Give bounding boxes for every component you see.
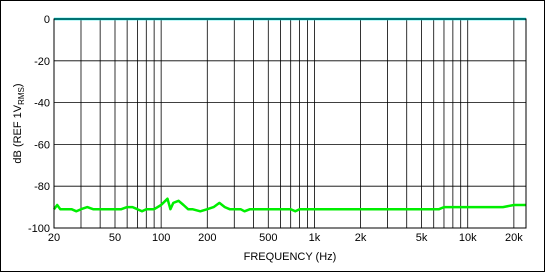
y-tick-label: -60 xyxy=(34,139,50,151)
x-tick-label: 10k xyxy=(459,232,477,244)
y-axis-title: dB (REF 1VRMS) xyxy=(12,83,26,163)
x-tick-label: 1k xyxy=(309,232,321,244)
x-tick-label: 500 xyxy=(259,232,277,244)
y-tick-labels: 0 -20 -40 -60 -80 -100 xyxy=(28,14,50,235)
x-tick-labels: 20 50 100 200 500 1k 2k 5k 10k 20k xyxy=(48,232,523,244)
y-axis-title-sub: RMS xyxy=(17,87,26,105)
series-line-noise xyxy=(53,197,526,213)
y-tick-label: -20 xyxy=(34,56,50,68)
x-tick-label: 20k xyxy=(505,232,523,244)
y-tick-label: -40 xyxy=(34,98,50,110)
x-tick-label: 200 xyxy=(198,232,216,244)
y-axis-title-end: ) xyxy=(12,83,24,87)
y-tick-label: -100 xyxy=(28,223,50,235)
grid-lines xyxy=(54,18,526,229)
x-tick-label: 20 xyxy=(48,232,60,244)
data-series xyxy=(53,17,526,213)
x-axis-title: FREQUENCY (Hz) xyxy=(244,251,337,263)
y-axis-title-main: dB (REF 1V xyxy=(12,104,24,163)
x-tick-label: 100 xyxy=(152,232,170,244)
x-tick-label: 2k xyxy=(355,232,367,244)
y-tick-label: -80 xyxy=(34,181,50,193)
y-tick-label: 0 xyxy=(44,14,50,26)
x-tick-label: 50 xyxy=(109,232,121,244)
x-tick-label: 5k xyxy=(416,232,428,244)
plot-border xyxy=(53,18,527,229)
